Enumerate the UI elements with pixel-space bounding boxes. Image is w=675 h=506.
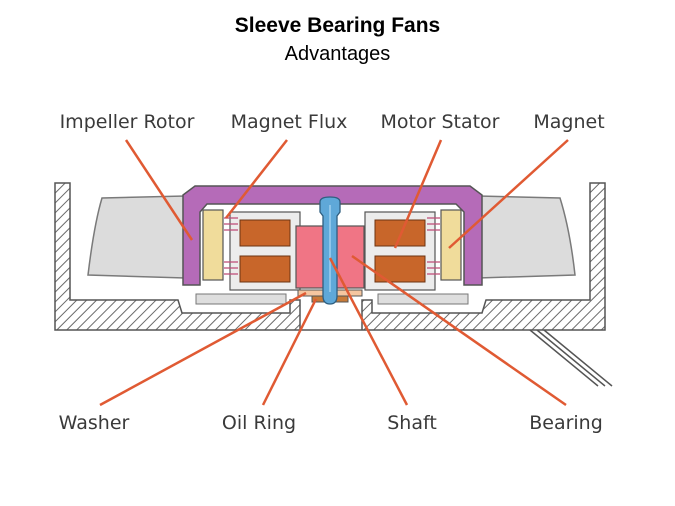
housing-frame <box>54 182 606 331</box>
leader-bearing <box>351 254 567 407</box>
leader-motor-stator <box>393 139 443 249</box>
leader-magnet-flux <box>225 139 288 219</box>
base-plate-right <box>377 293 469 305</box>
stator-winding-left-top <box>239 219 291 247</box>
power-wires <box>529 329 613 387</box>
leader-magnet <box>448 139 569 249</box>
magnet-left <box>202 209 224 281</box>
leader-oil-ring <box>261 298 318 406</box>
magnet-flux-lines <box>224 217 440 275</box>
label-bearing: Bearing <box>529 412 603 434</box>
diagram-title: Sleeve Bearing Fans <box>234 14 441 37</box>
stator-winding-right-top <box>374 219 426 247</box>
leader-impeller-rotor <box>124 139 194 241</box>
fan-blade-left <box>87 195 186 279</box>
stator-winding-left-bottom <box>239 255 291 283</box>
label-oil-ring: Oil Ring <box>222 412 296 434</box>
label-motor-stator: Motor Stator <box>381 111 500 133</box>
label-magnet-flux: Magnet Flux <box>231 111 348 133</box>
leader-lines <box>99 139 569 407</box>
leader-washer <box>99 291 307 407</box>
label-washer: Washer <box>59 412 130 434</box>
label-impeller-rotor: Impeller Rotor <box>60 111 195 133</box>
diagram-subtitle: Advantages <box>284 43 391 65</box>
impeller-rotor-cup <box>182 185 483 286</box>
label-shaft: Shaft <box>387 412 437 434</box>
label-magnet: Magnet <box>533 111 604 133</box>
fan-blade-right <box>477 195 576 279</box>
leader-shaft <box>328 257 409 406</box>
base-plate-left <box>195 293 287 305</box>
